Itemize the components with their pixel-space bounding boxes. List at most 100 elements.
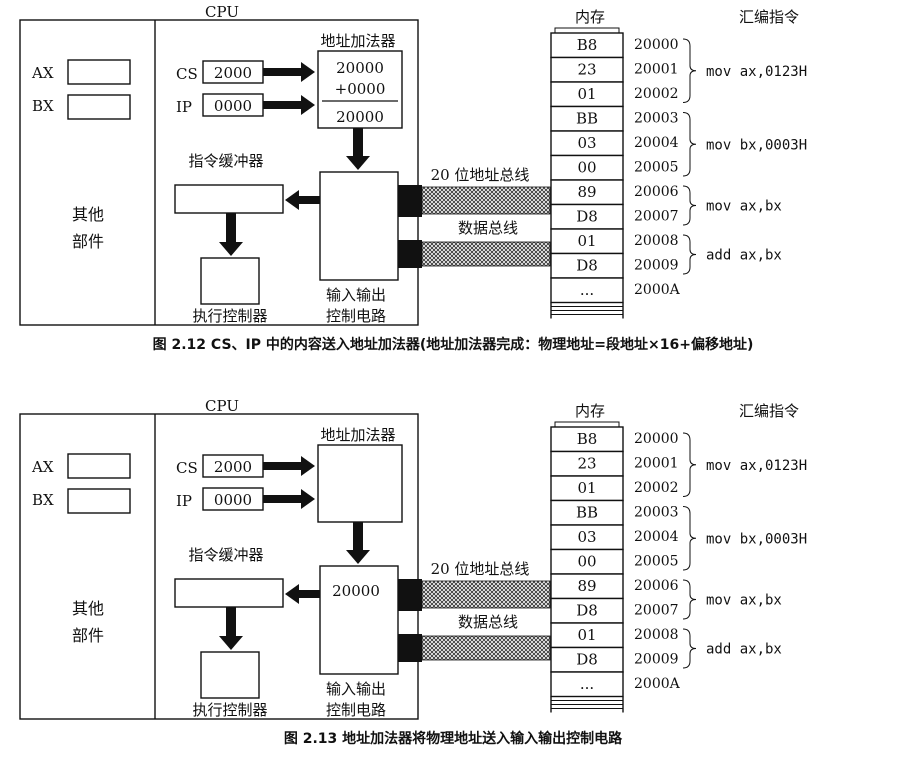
figure-caption: 图 2.13 地址加法器将物理地址送入输入输出控制电路 bbox=[284, 730, 623, 747]
data-bus-port bbox=[398, 240, 422, 268]
ip-value: 0000 bbox=[214, 97, 252, 115]
other-parts-label: 部件 bbox=[72, 232, 104, 251]
memory-address: 20008 bbox=[634, 627, 679, 643]
memory-cell-value: 03 bbox=[577, 134, 596, 152]
adder-down-arrow bbox=[346, 522, 370, 564]
memory-cell-value: ... bbox=[580, 675, 594, 693]
execution-controller bbox=[200, 257, 260, 305]
buffer-down-arrow bbox=[219, 213, 243, 256]
memory-address: 2000A bbox=[634, 676, 681, 692]
figure-caption: 图 2.12 CS、IP 中的内容送入地址加法器(地址加法器完成：物理地址=段地… bbox=[153, 336, 754, 353]
address-adder bbox=[317, 444, 403, 523]
memory-address: 20000 bbox=[634, 37, 679, 53]
memory-address: 20002 bbox=[634, 480, 679, 496]
memory-address: 2000A bbox=[634, 282, 681, 298]
memory-cell-value: D8 bbox=[576, 602, 598, 620]
assembly-label: 汇编指令 bbox=[739, 402, 799, 420]
buffer-down-arrow bbox=[219, 607, 243, 650]
memory-cell-value: ... bbox=[580, 281, 594, 299]
instruction-buffer-label: 指令缓冲器 bbox=[188, 546, 263, 564]
memory-cell-value: 00 bbox=[577, 159, 596, 177]
instruction-brace bbox=[682, 234, 697, 275]
io-control-label: 输入输出 bbox=[326, 286, 386, 304]
memory-cell-value: B8 bbox=[577, 430, 598, 448]
ax-register bbox=[67, 453, 131, 479]
memory-cell-value: D8 bbox=[576, 208, 598, 226]
instruction-brace bbox=[682, 628, 697, 669]
memory-address: 20005 bbox=[634, 160, 679, 176]
memory-cell-value: 01 bbox=[577, 85, 596, 103]
bx-label: BX bbox=[32, 491, 54, 509]
memory-cell-value: B8 bbox=[577, 36, 598, 54]
memory-address: 20001 bbox=[634, 62, 679, 78]
adder-result: 20000 bbox=[336, 108, 384, 126]
instruction-buffer bbox=[174, 578, 284, 608]
instruction-brace bbox=[682, 38, 697, 103]
memory-address: 20004 bbox=[634, 135, 679, 151]
cpu-label: CPU bbox=[205, 3, 239, 21]
memory-cell-value: 03 bbox=[577, 528, 596, 546]
cs-arrow bbox=[263, 456, 315, 476]
execution-controller-label: 执行控制器 bbox=[192, 701, 267, 719]
io-control-label: 控制电路 bbox=[326, 307, 386, 325]
memory-address: 20006 bbox=[634, 184, 679, 200]
memory-cell bbox=[550, 499, 624, 526]
cs-value: 2000 bbox=[214, 458, 252, 476]
memory-address: 20006 bbox=[634, 578, 679, 594]
cs-arrow bbox=[263, 62, 315, 82]
memory-cell bbox=[550, 426, 624, 453]
address-bus-label: 20 位地址总线 bbox=[431, 166, 530, 184]
cpu-label: CPU bbox=[205, 397, 239, 415]
instruction-brace bbox=[682, 185, 697, 226]
ip-label: IP bbox=[176, 98, 192, 116]
memory-address: 20003 bbox=[634, 111, 679, 127]
memory-cell bbox=[550, 671, 624, 698]
memory-cell-value: 01 bbox=[577, 479, 596, 497]
ip-value: 0000 bbox=[214, 491, 252, 509]
instruction-brace bbox=[682, 506, 697, 571]
instruction-brace bbox=[682, 432, 697, 497]
io-control-label: 控制电路 bbox=[326, 701, 386, 719]
assembly-instruction: mov ax,bx bbox=[706, 199, 782, 215]
cs-label: CS bbox=[176, 459, 198, 477]
memory-cell bbox=[550, 105, 624, 132]
data-bus-port bbox=[398, 634, 422, 662]
ip-arrow bbox=[263, 95, 315, 115]
memory-cell-value: D8 bbox=[576, 651, 598, 669]
memory-label: 内存 bbox=[575, 8, 605, 26]
memory-cell bbox=[550, 32, 624, 59]
address-bus-label: 20 位地址总线 bbox=[431, 560, 530, 578]
memory-address: 20002 bbox=[634, 86, 679, 102]
memory-cell bbox=[550, 597, 624, 624]
ax-register bbox=[67, 59, 131, 85]
memory-address: 20001 bbox=[634, 456, 679, 472]
memory-address: 20009 bbox=[634, 258, 679, 274]
assembly-instruction: mov ax,0123H bbox=[706, 458, 807, 474]
memory-cell bbox=[550, 622, 624, 649]
memory-cell-value: D8 bbox=[576, 257, 598, 275]
address-adder-label: 地址加法器 bbox=[320, 426, 395, 444]
memory-cell-value: 00 bbox=[577, 553, 596, 571]
execution-controller-label: 执行控制器 bbox=[192, 307, 267, 325]
other-parts-label: 部件 bbox=[72, 626, 104, 645]
memory-address: 20009 bbox=[634, 652, 679, 668]
ax-label: AX bbox=[31, 64, 54, 82]
memory-cell bbox=[550, 475, 624, 502]
memory-cell-value: 89 bbox=[577, 183, 596, 201]
memory-cell bbox=[550, 252, 624, 279]
assembly-instruction: mov bx,0003H bbox=[706, 137, 807, 153]
memory-cell bbox=[550, 56, 624, 83]
data-bus-label: 数据总线 bbox=[458, 219, 518, 237]
assembly-instruction: add ax,bx bbox=[706, 248, 782, 264]
data-bus bbox=[421, 241, 551, 267]
address-bus-port bbox=[398, 185, 422, 217]
io-address-value: 20000 bbox=[332, 582, 380, 600]
assembly-instruction: mov ax,bx bbox=[706, 593, 782, 609]
ax-label: AX bbox=[31, 458, 54, 476]
adder-operand: 20000 bbox=[336, 59, 384, 77]
memory-address: 20003 bbox=[634, 505, 679, 521]
memory-address: 20005 bbox=[634, 554, 679, 570]
io-control-block bbox=[319, 565, 399, 675]
memory-cell-value: BB bbox=[576, 504, 598, 522]
